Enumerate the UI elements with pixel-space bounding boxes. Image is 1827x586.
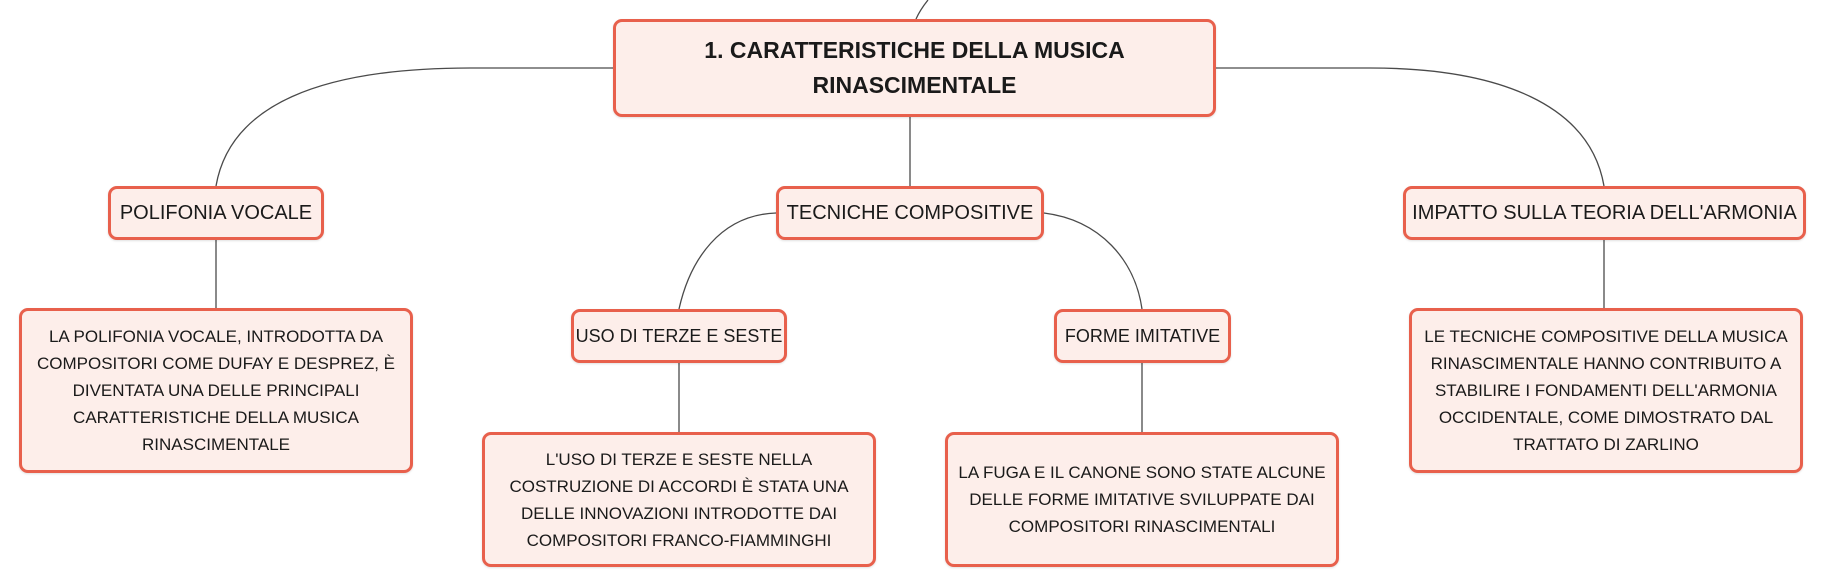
detail-node-text: LA POLIFONIA VOCALE, INTRODOTTA DA COMPO… xyxy=(36,327,395,454)
topic-node-polifonia-vocale[interactable]: POLIFONIA VOCALE xyxy=(108,186,324,240)
subtopic-node-terze-seste[interactable]: USO DI TERZE E SESTE xyxy=(571,309,787,363)
topic-node-tecniche-compositive[interactable]: TECNICHE COMPOSITIVE xyxy=(776,186,1044,240)
subtopic-node-forme-imitative[interactable]: FORME IMITATIVE xyxy=(1054,309,1231,363)
subtopic-node-label: FORME IMITATIVE xyxy=(1064,326,1221,346)
connector-incoming xyxy=(915,0,929,20)
connector-tecniche-terze xyxy=(678,212,777,310)
detail-node-forme-imitative[interactable]: LA FUGA E IL CANONE SONO STATE ALCUNE DE… xyxy=(945,432,1339,567)
connector-tecniche-forme xyxy=(1043,212,1143,310)
detail-node-text: LE TECNICHE COMPOSITIVE DELLA MUSICA RIN… xyxy=(1424,327,1788,454)
connector-root-polifonia xyxy=(215,67,613,187)
detail-node-impatto[interactable]: LE TECNICHE COMPOSITIVE DELLA MUSICA RIN… xyxy=(1409,308,1803,473)
root-node-label: 1. CARATTERISTICHE DELLA MUSICA RINASCIM… xyxy=(704,37,1125,98)
topic-node-impatto-teoria-armonia[interactable]: IMPATTO SULLA TEORIA DELL'ARMONIA xyxy=(1403,186,1806,240)
subtopic-node-label: USO DI TERZE E SESTE xyxy=(575,326,783,346)
topic-node-label: POLIFONIA VOCALE xyxy=(119,202,313,224)
topic-node-label: IMPATTO SULLA TEORIA DELL'ARMONIA xyxy=(1412,202,1797,224)
detail-node-polifonia[interactable]: LA POLIFONIA VOCALE, INTRODOTTA DA COMPO… xyxy=(19,308,413,473)
detail-node-terze-seste[interactable]: L'USO DI TERZE E SESTE NELLA COSTRUZIONE… xyxy=(482,432,876,567)
root-node[interactable]: 1. CARATTERISTICHE DELLA MUSICA RINASCIM… xyxy=(613,19,1216,117)
detail-node-text: LA FUGA E IL CANONE SONO STATE ALCUNE DE… xyxy=(958,463,1326,536)
detail-node-text: L'USO DI TERZE E SESTE NELLA COSTRUZIONE… xyxy=(509,449,849,550)
connector-root-impatto xyxy=(1216,67,1605,187)
topic-node-label: TECNICHE COMPOSITIVE xyxy=(786,202,1034,224)
